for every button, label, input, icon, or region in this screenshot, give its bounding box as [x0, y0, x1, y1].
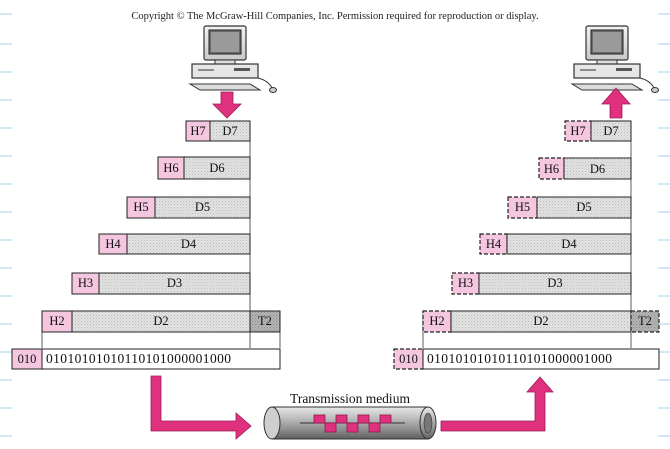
- sender-stack: [11, 120, 281, 370]
- sender-t2-label: T2: [258, 314, 272, 328]
- sender-bits-header: 010: [17, 352, 37, 366]
- sender-h2-label: H2: [49, 314, 65, 328]
- receiver-bitstream: 01010101010110101000001000: [427, 351, 613, 366]
- send-to-medium-arrow: [150, 375, 252, 440]
- sender-d2-label: D2: [153, 314, 169, 328]
- margin-lines: [0, 13, 670, 437]
- copyright-notice: Copyright © The McGraw-Hill Companies, I…: [131, 11, 539, 22]
- sender-h3-label: H3: [77, 276, 94, 290]
- receiver-d5-label: D5: [576, 200, 592, 214]
- sender-d5-label: D5: [194, 200, 211, 214]
- sender-h5-label: H5: [133, 200, 149, 214]
- receiver-h5-label: H5: [514, 200, 531, 214]
- receiver-computer-icon: [570, 25, 659, 93]
- receiver-h6-label: H6: [543, 162, 560, 176]
- receiver-d7-label: D7: [603, 124, 619, 138]
- transmission-medium-label: Transmission medium: [290, 391, 410, 406]
- receiver-d2-label: D2: [533, 314, 549, 328]
- receiver-h3-label: H3: [457, 276, 474, 290]
- sender-d3-label: D3: [166, 276, 183, 290]
- receiver-d3-label: D3: [547, 276, 563, 290]
- sender-h4-label: H4: [105, 237, 121, 251]
- sender-h7-label: H7: [190, 124, 206, 138]
- receiver-h4-label: H4: [485, 237, 502, 251]
- receiver-d4-label: D4: [561, 237, 577, 251]
- sender-h6-label: H6: [163, 161, 179, 175]
- receiver-stack: [393, 120, 660, 370]
- medium-to-receiver-arrow: [440, 376, 554, 432]
- receiver-h7-label: H7: [570, 124, 586, 138]
- sender-computer-icon: [188, 25, 277, 93]
- sender-down-arrow: [212, 91, 242, 119]
- sender-d4-label: D4: [180, 237, 197, 251]
- transmission-cable-icon: [263, 406, 437, 440]
- receiver-bits-header: 010: [399, 352, 418, 366]
- sender-d6-label: D6: [209, 161, 225, 175]
- arrows: [150, 87, 631, 440]
- receiver-up-arrow: [601, 87, 631, 119]
- sender-bitstream: 01010101010110101000001000: [46, 351, 232, 366]
- receiver-d6-label: D6: [589, 162, 606, 176]
- sender-d7-label: D7: [222, 124, 238, 138]
- receiver-h2-label: H2: [429, 314, 445, 328]
- receiver-t2-label: T2: [638, 314, 652, 328]
